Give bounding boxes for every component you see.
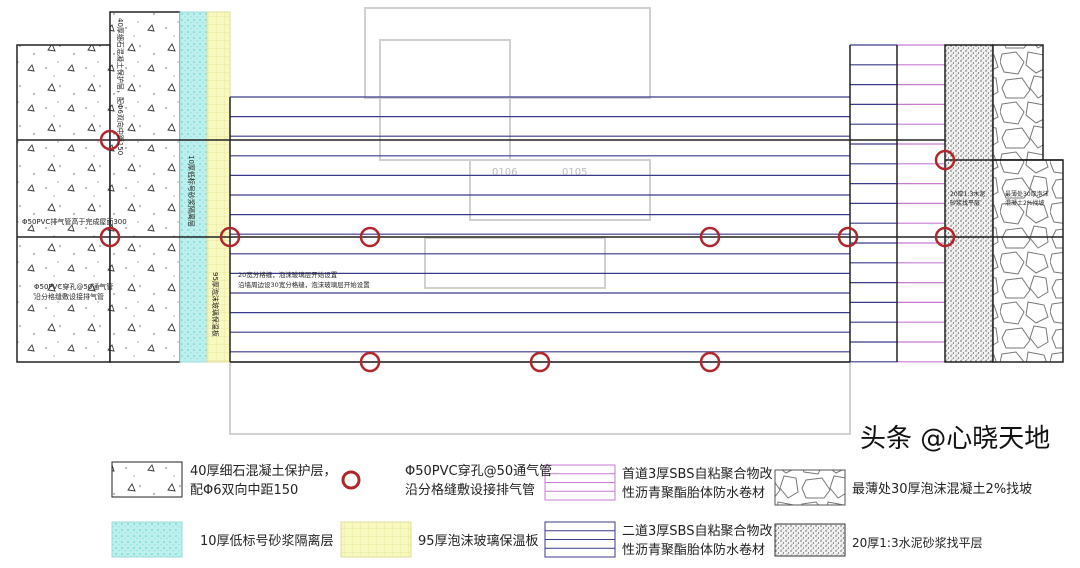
legend-text: 20厚1:3水泥砂浆找平层 (852, 536, 983, 550)
legend-fine-concrete-swatch (111, 461, 183, 498)
vent-pipe-circle (529, 351, 551, 373)
legend-item-protective: 40厚细石混凝土保护层， 配Φ6双向中距150 (190, 462, 337, 500)
legend-item-first-membrane: 首道3厚SBS自粘聚合物改性沥青聚酯胎体防水卷材 (622, 465, 772, 503)
legend-stone-swatch (774, 469, 846, 506)
label-vent-pipe-height: Φ50PVC排气管高于完成屋面300 (22, 217, 127, 226)
watermark: 头条 @心晓天地 (860, 424, 1051, 454)
vent-pipe-circle (837, 226, 859, 248)
vent-pipe-circle (934, 149, 956, 171)
legend-text: 沿分格缝敷设接排气管 (405, 483, 536, 498)
legend-item-insulation: 95厚泡沫玻璃保温板 (418, 532, 539, 551)
legend-item-isolation: 10厚低标号砂浆隔离层 (200, 532, 334, 551)
grid-joint-lines (17, 45, 1063, 363)
label-isolation-layer: 10厚低标号砂浆隔离层 (187, 155, 196, 227)
label-leveling-2: 砂浆找平层 (950, 199, 980, 207)
legend-text: 配Φ6双向中距150 (190, 483, 299, 498)
label-protective-layer: 40厚细石混凝土保护层，配Φ6双向中距150 (116, 18, 125, 155)
faint-plan-outline (379, 39, 511, 161)
label-insulation-layer: 95厚泡沫玻璃保温板 (211, 272, 220, 337)
legend-yellow-swatch (340, 521, 412, 558)
legend-text: 40厚细石混凝土保护层， (190, 464, 337, 479)
vent-pipe-circle (934, 226, 956, 248)
vent-pipe-circle (219, 226, 241, 248)
legend-item-slope: 最薄处30厚泡沫混凝土2%找坡 (852, 480, 1032, 499)
legend-text: 最薄处30厚泡沫混凝土2%找坡 (852, 482, 1033, 497)
vent-pipe-circle (359, 351, 381, 373)
legend-text: 首道3厚SBS自粘聚合物改 (622, 467, 773, 482)
faint-plan-outline (469, 159, 651, 221)
faint-plan-outline (424, 237, 606, 289)
room-label-0106: 0106 (492, 167, 517, 178)
vent-pipe-circle (699, 351, 721, 373)
label-leveling-1: 20厚1:3水泥 (950, 190, 985, 198)
legend-item-leveling: 20厚1:3水泥砂浆找平层 (852, 534, 983, 553)
legend-cyan-swatch (111, 521, 183, 558)
label-vent-route-2: 沿分格缝敷设接排气管 (34, 292, 104, 301)
vent-pipe-circle (699, 226, 721, 248)
vent-pipe-circle (359, 226, 381, 248)
label-slope-1: 最薄处30厚泡沫 (1005, 190, 1049, 198)
label-joint-note-2: 沿墙周边设30宽分格缝，泡沫玻璃层开始设置 (238, 280, 370, 289)
legend-item-vent: Φ50PVC穿孔@50通气管沿分格缝敷设接排气管 (405, 462, 552, 500)
faint-plan-outline (229, 361, 851, 435)
legend-text: 二道3厚SBS自粘聚合物改 (622, 524, 773, 539)
vent-pipe-circle (99, 129, 121, 151)
legend-vent-circle (341, 470, 361, 490)
label-joint-note-1: 20宽分格缝，泡沫玻璃层开始设置 (238, 270, 338, 279)
legend-swatches (111, 461, 846, 558)
legend-text: 95厚泡沫玻璃保温板 (418, 534, 539, 549)
legend-item-second-membrane: 二道3厚SBS自粘聚合物改性沥青聚酯胎体防水卷材 (622, 522, 772, 560)
label-vent-route-1: Φ50PVC穿孔@50通气管 (34, 282, 113, 291)
legend-text: 性沥青聚酯胎体防水卷材 (622, 486, 766, 501)
room-label-0105: 0105 (562, 167, 587, 178)
vent-pipe-circle (99, 226, 121, 248)
faint-plan-outline (364, 7, 651, 99)
legend-text: Φ50PVC穿孔@50通气管 (405, 464, 553, 479)
legend-text: 10厚低标号砂浆隔离层 (200, 534, 334, 549)
legend-text: 性沥青聚酯胎体防水卷材 (622, 543, 766, 558)
label-slope-2: 混凝土2%找坡 (1005, 199, 1045, 207)
legend-dense-swatch (774, 523, 846, 557)
